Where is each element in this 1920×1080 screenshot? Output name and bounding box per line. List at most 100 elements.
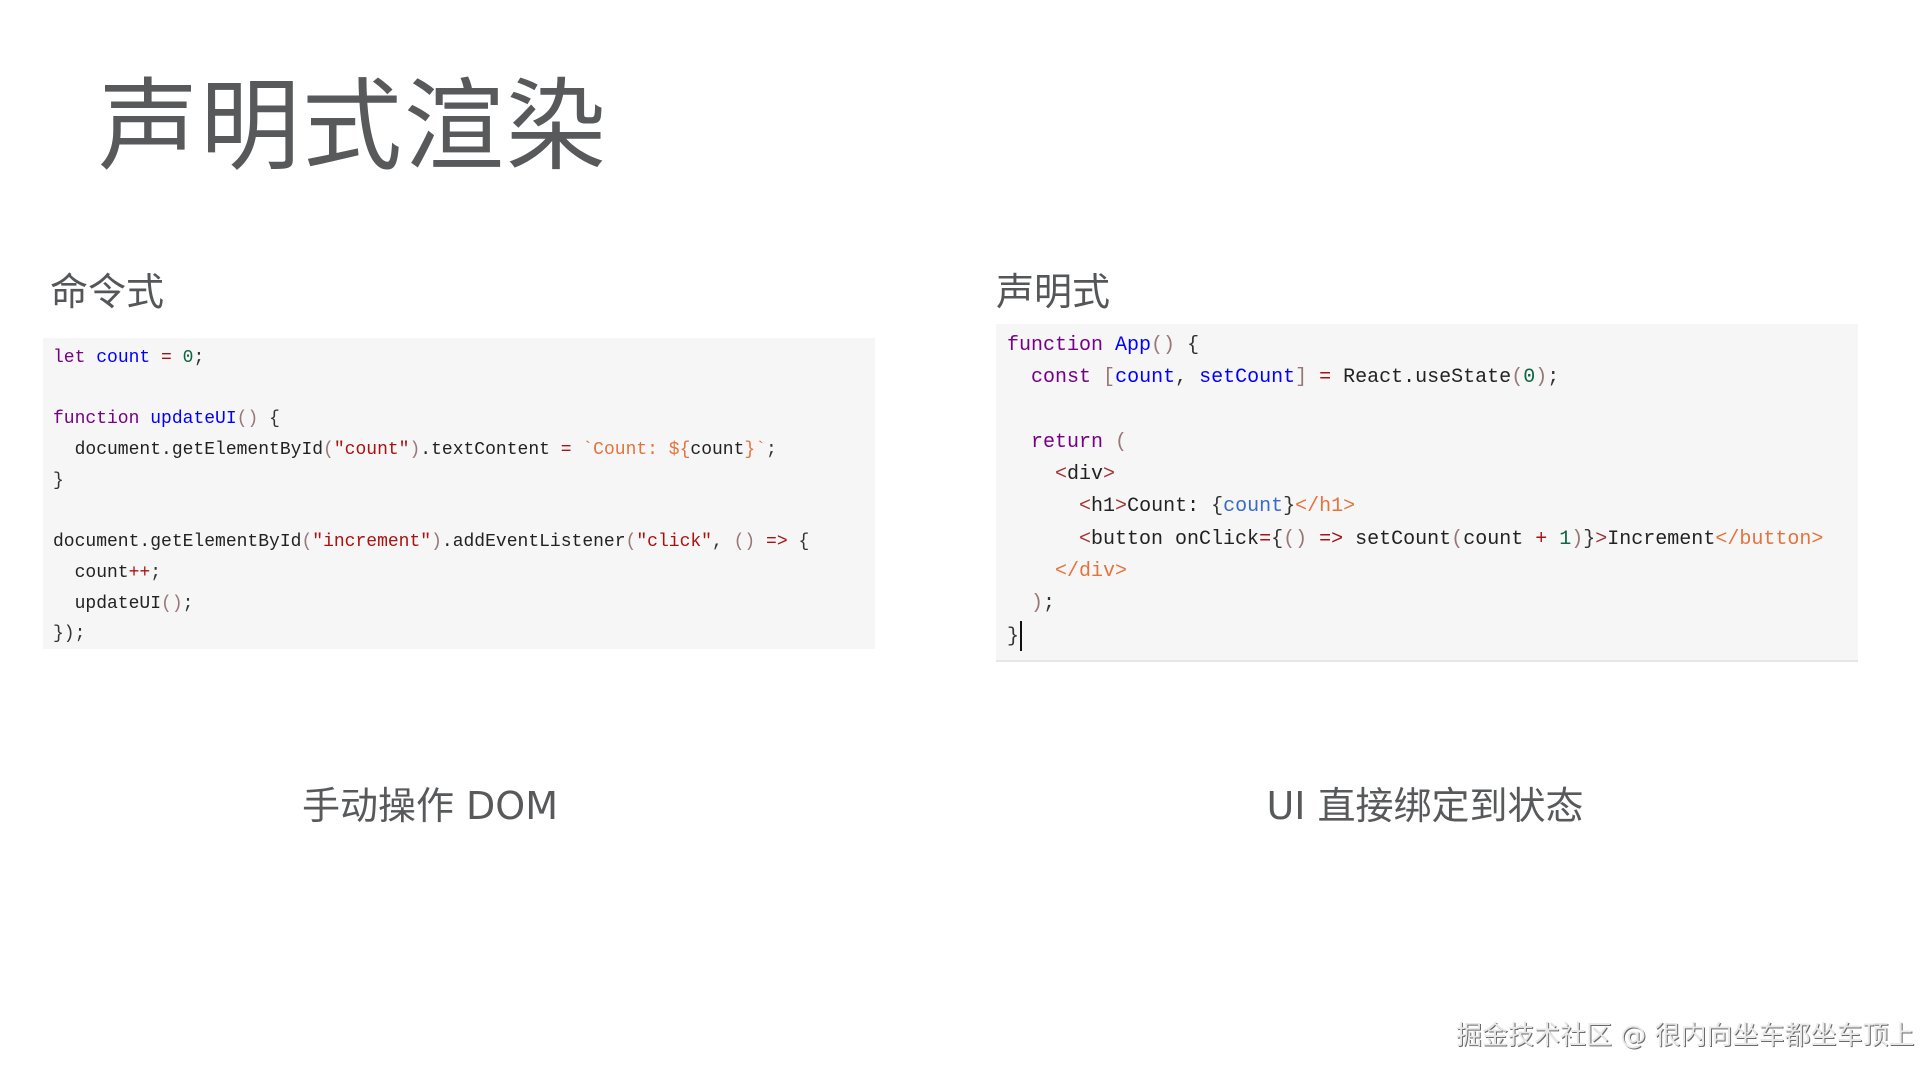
code-token: ;	[74, 624, 86, 645]
imperative-code-block[interactable]: let count = 0; function updateUI() { doc…	[43, 338, 875, 649]
code-line	[1007, 395, 1858, 427]
code-token	[1007, 592, 1031, 615]
code-token: (	[1451, 527, 1464, 551]
imperative-caption: 手动操作 DOM	[301, 784, 559, 828]
code-token	[1007, 495, 1079, 518]
slide-title: 声明式渲染	[98, 68, 608, 185]
code-token	[1307, 366, 1319, 389]
code-token	[1307, 528, 1319, 551]
code-line: document.getElementById("increment").add…	[53, 527, 875, 558]
code-line: <div>	[1007, 459, 1858, 491]
code-token	[1175, 334, 1187, 357]
code-token: count	[1115, 366, 1176, 390]
code-token: const	[1031, 366, 1092, 390]
code-token: ;	[1547, 366, 1560, 390]
code-token: 1	[1559, 527, 1572, 551]
code-token	[1091, 366, 1103, 389]
text-cursor	[1020, 620, 1023, 651]
code-token: ()	[1283, 527, 1308, 551]
code-token	[258, 409, 269, 429]
code-line: let count = 0;	[53, 343, 875, 374]
code-token: )	[409, 440, 421, 461]
code-token: ;	[193, 348, 205, 368]
code-token: )	[1571, 527, 1584, 551]
code-token: <	[1079, 495, 1092, 519]
code-token: {	[1271, 527, 1284, 551]
code-token: <	[1055, 463, 1068, 487]
code-token: count	[690, 440, 745, 461]
code-token: )	[431, 532, 442, 553]
code-token: >	[1595, 527, 1608, 551]
declarative-heading: 声明式	[996, 270, 1111, 314]
code-token: document.getElementById	[53, 440, 324, 461]
imperative-heading: 命令式	[50, 270, 165, 314]
code-token: {	[798, 532, 810, 553]
code-token: ()	[236, 409, 259, 430]
code-token: setCount	[1199, 366, 1296, 390]
code-token	[85, 348, 96, 368]
code-line: }	[1007, 620, 1858, 653]
code-token	[1547, 528, 1559, 551]
code-token: }	[1007, 624, 1020, 648]
code-token: </h1>	[1295, 495, 1356, 519]
code-token	[1007, 463, 1055, 486]
code-token: {	[1211, 495, 1224, 519]
code-line: const [count, setCount] = React.useState…	[1007, 362, 1858, 394]
code-token: h1	[1091, 495, 1116, 519]
code-token: +	[1535, 527, 1548, 551]
code-token: =>	[766, 532, 788, 553]
code-token: ()	[1151, 334, 1176, 357]
code-token: })	[53, 624, 75, 645]
code-token: updateUI	[150, 409, 237, 430]
code-token: </button>	[1715, 527, 1824, 551]
code-token: 0	[182, 348, 194, 368]
code-token: ;	[182, 593, 194, 614]
code-token: {	[1187, 334, 1200, 357]
code-token: updateUI	[53, 593, 162, 614]
code-token: )	[1031, 592, 1044, 616]
code-token: .textContent	[420, 440, 561, 461]
code-token: ]	[1295, 366, 1308, 390]
code-line: }	[53, 466, 875, 497]
code-token: =	[560, 440, 572, 461]
code-token	[1007, 431, 1031, 454]
declarative-code-block[interactable]: function App() { const [count, setCount]…	[996, 324, 1858, 662]
code-token: 0	[1523, 366, 1536, 390]
code-token: Count:	[1127, 495, 1212, 519]
code-line	[53, 374, 875, 405]
code-token: count	[53, 562, 129, 583]
code-token: }	[1283, 495, 1296, 519]
code-line: function App() {	[1007, 330, 1858, 362]
code-line: function updateUI() {	[53, 404, 875, 435]
code-token: }`	[744, 440, 767, 461]
code-token: =	[1259, 527, 1272, 551]
code-token: Increment	[1607, 527, 1716, 551]
code-token	[1103, 334, 1115, 357]
code-token: function	[1007, 334, 1104, 357]
code-line	[53, 496, 875, 527]
code-token: ,	[1175, 366, 1200, 390]
code-line: <button onClick={() => setCount(count + …	[1007, 524, 1858, 556]
code-token: <	[1079, 527, 1092, 551]
code-token: (	[1115, 430, 1128, 454]
code-token	[572, 440, 583, 460]
code-token: let	[53, 348, 86, 368]
code-token: document.getElementById	[53, 532, 302, 553]
code-token	[1007, 528, 1079, 551]
code-token: [	[1103, 366, 1116, 390]
code-token: >	[1103, 463, 1116, 487]
code-token: return	[1031, 430, 1104, 454]
code-token: "click"	[636, 532, 712, 553]
code-token: ,	[711, 532, 734, 553]
code-token: button onClick	[1091, 527, 1260, 551]
code-token: count	[96, 348, 151, 368]
code-token: (	[625, 532, 637, 553]
code-token	[755, 532, 766, 552]
code-token	[150, 348, 161, 368]
code-token: React.useState	[1331, 366, 1512, 390]
code-token: function	[53, 409, 140, 430]
code-token: {	[269, 409, 280, 430]
code-line: count++;	[53, 558, 875, 589]
code-token	[139, 409, 150, 429]
code-line: });	[53, 619, 875, 650]
